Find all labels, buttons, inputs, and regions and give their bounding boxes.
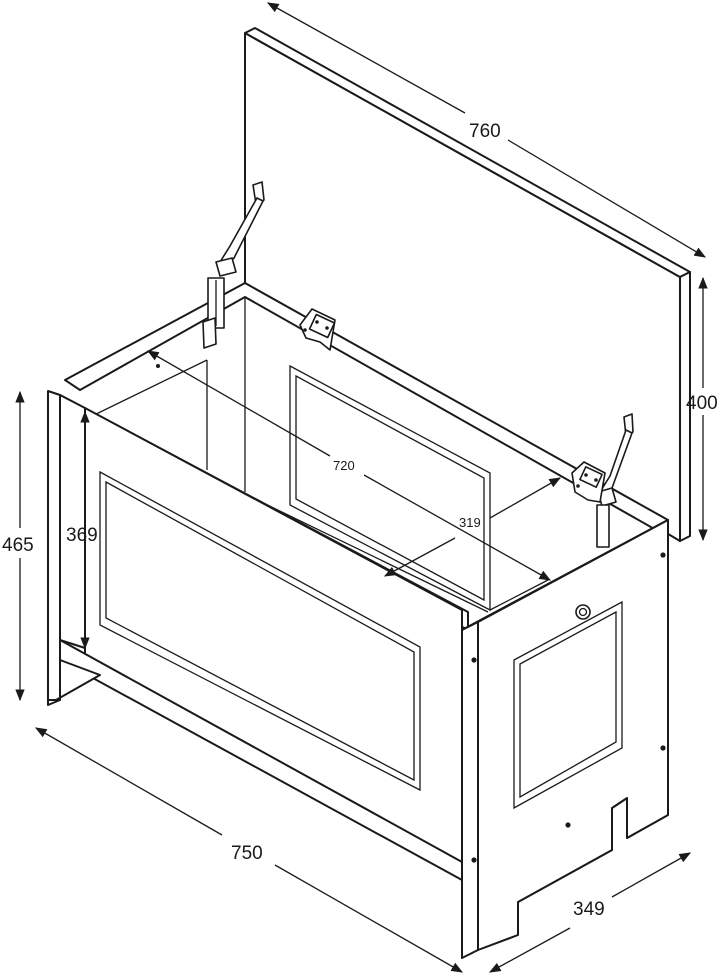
dimension-inner-height: 369: [66, 410, 98, 650]
right-hinge-icon: [571, 461, 606, 503]
dim-label-319: 319: [459, 515, 481, 530]
dimension-lid-width: 760: [266, 2, 707, 258]
right-side-panel: [156, 364, 669, 959]
dim-label-720: 720: [333, 458, 355, 473]
front-panel: [47, 390, 469, 881]
dim-label-369: 369: [66, 525, 98, 546]
dim-label-465: 465: [2, 535, 34, 556]
dimension-total-height: 465: [2, 390, 34, 702]
handle-hole-icon: [575, 604, 591, 620]
left-lid-stay-icon: [202, 181, 265, 349]
dim-label-760: 760: [469, 121, 501, 142]
dim-label-400: 400: [686, 393, 718, 414]
dimension-lid-height: 400: [686, 276, 718, 542]
open-lid: [244, 27, 691, 542]
dimension-inner-depth: 319: [383, 477, 562, 577]
dim-label-750: 750: [231, 843, 263, 864]
right-lid-stay-icon: [596, 413, 634, 548]
dimension-inner-width: 720: [146, 350, 552, 581]
left-hinge-icon: [299, 308, 336, 351]
dim-label-349: 349: [573, 899, 605, 920]
dimension-total-depth: 349: [488, 852, 692, 973]
dimension-total-width: 750: [34, 727, 464, 973]
